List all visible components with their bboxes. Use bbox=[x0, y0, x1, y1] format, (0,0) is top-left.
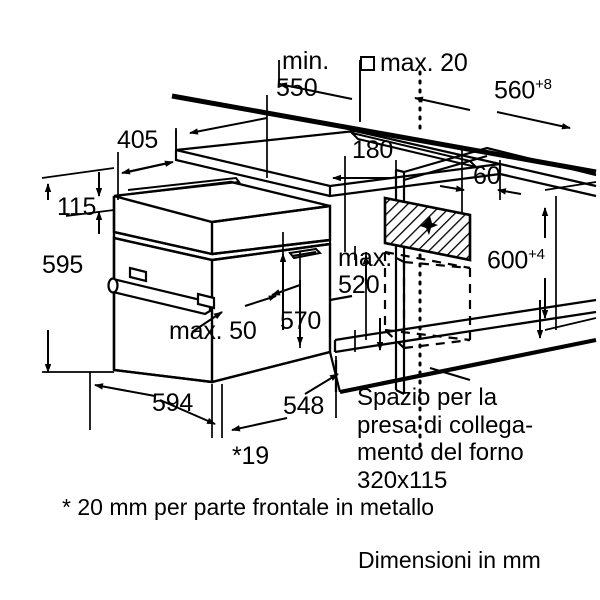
dim-115: 115 bbox=[57, 193, 97, 221]
square-symbol-icon bbox=[360, 55, 375, 71]
dim-180: 180 bbox=[352, 136, 394, 164]
dim-19: *19 bbox=[232, 442, 269, 470]
niche-left-shoulder bbox=[328, 294, 353, 393]
dim-594: 594 bbox=[152, 389, 194, 417]
dim-60: 60 bbox=[473, 162, 501, 190]
dimension-arrows bbox=[44, 82, 571, 432]
oven-side-vent bbox=[288, 247, 323, 260]
oven-top-lip bbox=[127, 176, 241, 195]
hidden-socket-box bbox=[383, 250, 472, 350]
extension-lines bbox=[41, 62, 597, 438]
top-panel-slot bbox=[348, 131, 480, 169]
dim-max-520: max. 520 bbox=[338, 244, 393, 299]
socket-space-note: Spazio per la presa di collega- mento de… bbox=[357, 384, 534, 494]
dim-548: 548 bbox=[283, 392, 325, 420]
rear-panel-fold bbox=[403, 146, 597, 182]
dim-min-550: min. 550 bbox=[276, 47, 330, 102]
dim-max-50: max. 50 bbox=[169, 317, 257, 345]
socket-hatched-area bbox=[383, 196, 472, 262]
worktop-edge-line bbox=[171, 93, 597, 175]
niche-lower-cabinet bbox=[333, 298, 597, 395]
diagram-geometry bbox=[41, 60, 597, 454]
dim-405: 405 bbox=[117, 126, 159, 154]
oven-door-handle bbox=[107, 266, 216, 316]
dim-max-20: max. 20 bbox=[360, 50, 468, 76]
dim-560: 560+8 bbox=[494, 76, 552, 105]
footnote-metal-front: * 20 mm per parte frontale in metallo bbox=[62, 494, 435, 520]
dim-600: 600+4 bbox=[487, 246, 545, 275]
dim-595: 595 bbox=[42, 251, 84, 279]
units-note: Dimensioni in mm bbox=[358, 547, 541, 573]
dim-570: 570 bbox=[280, 307, 322, 335]
